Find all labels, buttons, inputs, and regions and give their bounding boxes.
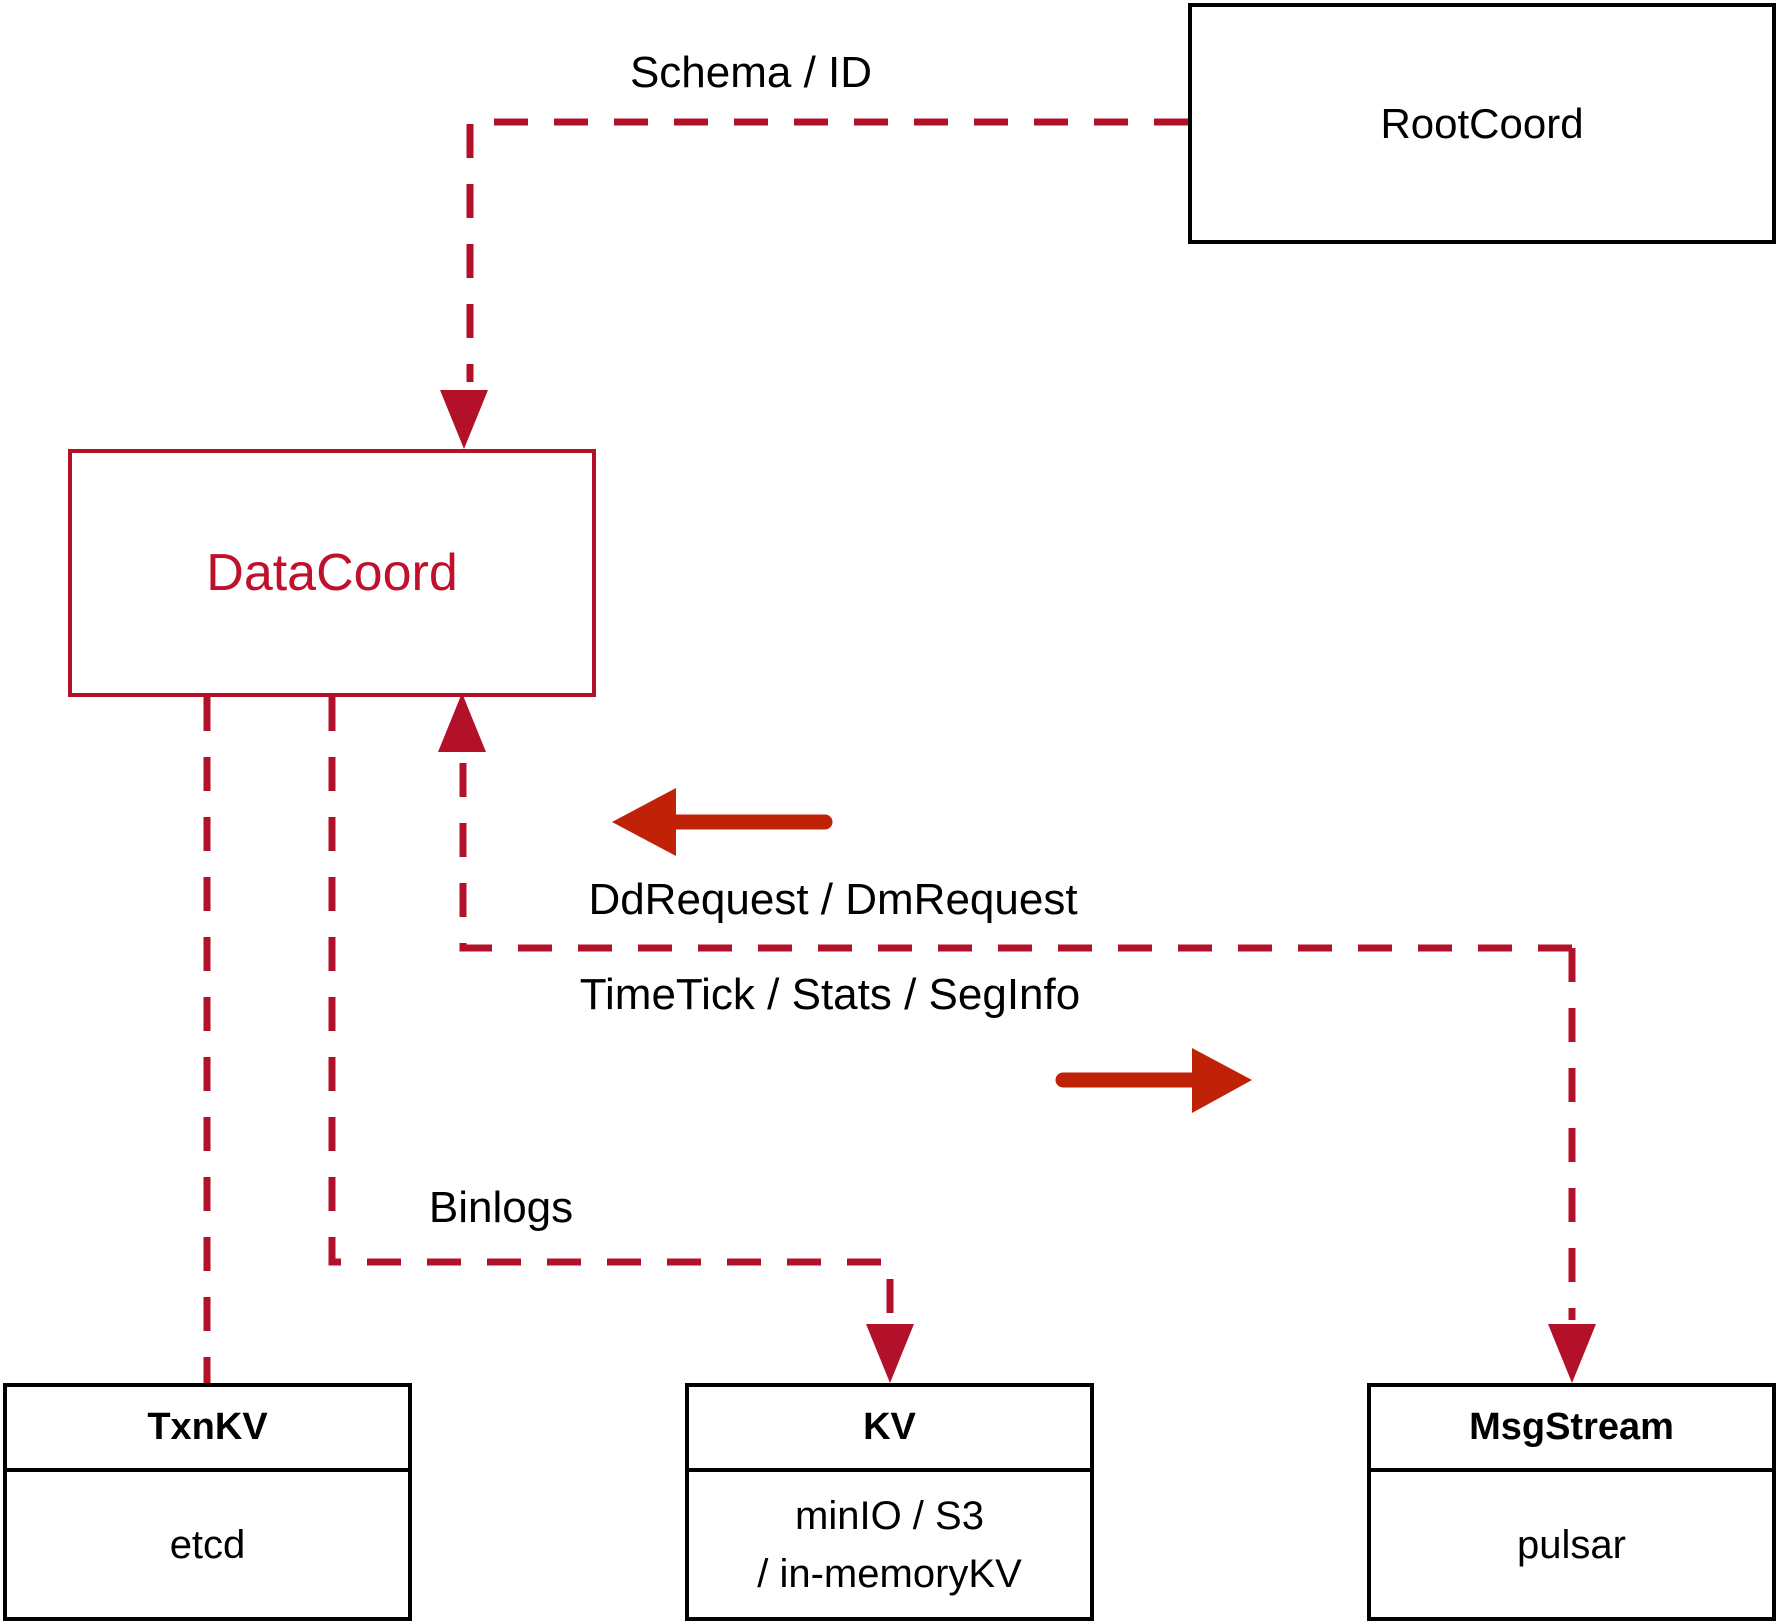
edge-label-binlogs: Binlogs [428,1183,574,1232]
node-msgstream-subtitle-line: pulsar [1517,1522,1626,1567]
node-txnkv-title: TxnKV [147,1406,268,1448]
node-datacoord[interactable]: DataCoord [68,449,596,697]
edge-msgstream-to-datacoord [438,693,1572,952]
arrowhead-into-datacoord-top [440,390,488,449]
edge-datacoord-to-msgstream [1548,948,1596,1383]
node-msgstream-body: pulsar [1371,1472,1772,1617]
edge-label-timetick-stats-seginfo: TimeTick / Stats / SegInfo [579,970,1081,1019]
node-datacoord-label: DataCoord [206,544,458,602]
node-kv-subtitle-line-2: / in-memoryKV [757,1551,1022,1596]
node-msgstream-divider [1371,1468,1772,1472]
inbound-direction-arrow [612,788,833,856]
node-rootcoord[interactable]: RootCoord [1188,3,1776,244]
outbound-direction-arrow [1055,1048,1252,1113]
node-kv-divider [689,1468,1090,1472]
arrowhead-into-datacoord-bottom [438,693,486,752]
node-txnkv-divider [7,1468,408,1472]
edge-datacoord-to-kv [328,697,914,1383]
edge-rootcoord-to-datacoord [440,118,1188,449]
node-rootcoord-label: RootCoord [1380,99,1584,147]
node-txnkv-body: etcd [7,1472,408,1617]
node-msgstream-title: MsgStream [1469,1406,1674,1448]
node-txnkv[interactable]: TxnKV etcd [3,1383,412,1621]
node-kv-title: KV [863,1406,916,1448]
arrowhead-into-kv [866,1324,914,1383]
edge-label-dd-dm-request: DdRequest / DmRequest [588,875,1078,924]
node-kv[interactable]: KV minIO / S3 / in-memoryKV [685,1383,1094,1621]
node-kv-subtitle-line-1: minIO / S3 [795,1493,984,1538]
edge-label-schema-id: Schema / ID [629,48,873,97]
arrowhead-into-msgstream [1548,1324,1596,1383]
node-kv-body: minIO / S3 / in-memoryKV [689,1472,1090,1617]
node-txnkv-subtitle-line: etcd [169,1522,246,1567]
node-msgstream[interactable]: MsgStream pulsar [1367,1383,1776,1621]
